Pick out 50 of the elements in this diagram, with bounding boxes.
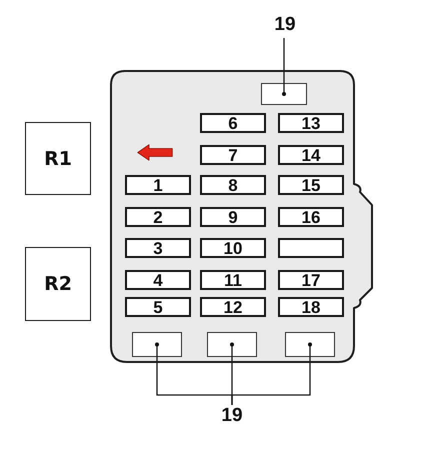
relay-slot [132,332,182,357]
fuse-number: 7 [228,146,238,164]
leader-line [231,342,312,405]
fuse-number: 9 [228,208,238,226]
fuse-number: 13 [302,114,320,132]
fuse-number: 12 [224,298,242,316]
relay-label: R1 [44,148,72,170]
fuse-slot [125,270,191,290]
fuse-slot [278,270,344,290]
empty-fuse-slot [278,238,344,258]
fuse-slot [278,175,344,195]
fuse-slot [278,145,344,165]
relay-slot [285,332,335,357]
callout-number: 19 [268,14,302,38]
fuse-number: 2 [153,208,163,226]
fuse-slot [125,238,191,258]
fuse-number: 4 [153,272,163,288]
relay-box [25,122,91,195]
fuse-number: 1 [153,176,163,194]
relay-slot [207,332,257,357]
relay-box [25,247,91,321]
fuse-slot [125,207,191,227]
fuse-slot [200,238,266,258]
fuse-number: 15 [302,176,320,194]
fuse-number: 10 [224,240,242,256]
fuse-slot [200,175,266,195]
fuse-number: 14 [302,146,320,164]
fuse-number: 5 [153,298,163,316]
fuse-slot [125,175,191,195]
leader-line [282,38,286,96]
fuse-number: 18 [302,298,320,316]
fuse-number: 17 [302,272,320,288]
relay-label: R2 [44,273,72,295]
callout-number: 19 [215,405,249,429]
fuse-number: 16 [302,208,320,226]
fuse-slot [200,270,266,290]
fuse-number: 11 [224,272,242,288]
fuse-slot [200,207,266,227]
relay-slot [261,83,307,105]
fuse-slot [278,297,344,317]
fuse-number: 8 [228,176,238,194]
fuse-slot [125,297,191,317]
fuse-slot [278,113,344,133]
fuse-panel [109,69,375,364]
fuse-slot [200,113,266,133]
fuse-slot [200,297,266,317]
fuse-number: 3 [153,240,163,256]
fuse-slot [200,145,266,165]
fuse-slot [278,207,344,227]
fuse-number: 6 [228,114,238,132]
